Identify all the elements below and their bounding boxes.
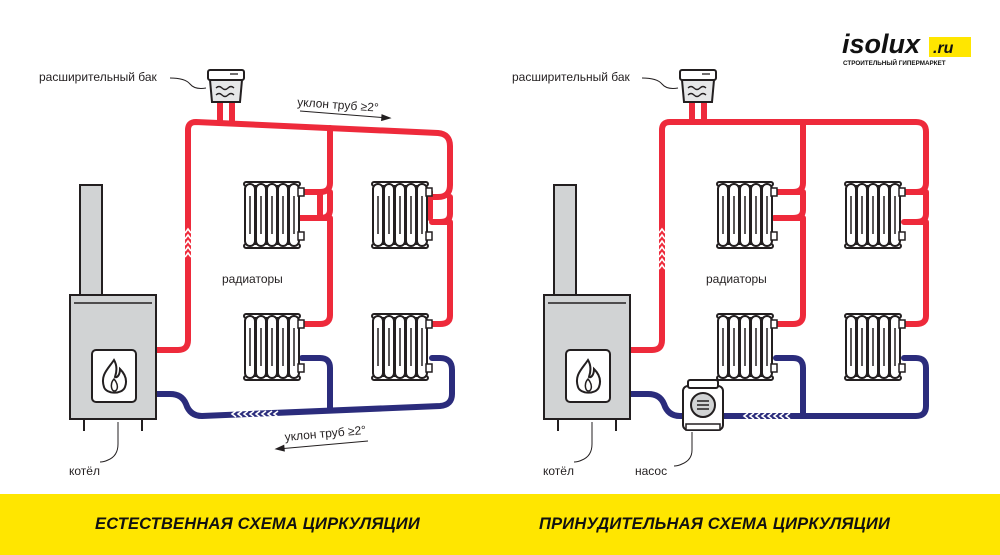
radiator-icon [844, 181, 906, 249]
pump-label: насос [635, 464, 667, 478]
tank-leader-line [641, 77, 679, 89]
left-flow-chevrons-return [230, 410, 279, 418]
natural-circulation-caption: ЕСТЕСТВЕННАЯ СХЕМА ЦИРКУЛЯЦИИ [95, 515, 420, 533]
expansion-tank-label: расширительный бак [39, 70, 158, 84]
left-hot-pipes [153, 97, 453, 353]
logo-domain-badge [929, 37, 971, 57]
logo-tagline: СТРОИТЕЛЬНЫЙ ГИПЕРМАРКЕТ [843, 58, 946, 67]
tank-leader-line [169, 77, 207, 89]
right-cold-pipes [627, 355, 929, 419]
captions-bar: ЕСТЕСТВЕННАЯ СХЕМА ЦИРКУЛЯЦИИ ПРИНУДИТЕЛ… [0, 494, 1000, 555]
right-hot-pipes [627, 97, 929, 353]
boiler-leader-line [573, 422, 593, 463]
pump-icon [682, 379, 724, 431]
boiler-icon [69, 184, 157, 432]
boiler-leader-line [99, 422, 119, 463]
forced-circulation-caption: ПРИНУДИТЕЛЬНАЯ СХЕМА ЦИРКУЛЯЦИИ [539, 515, 891, 533]
left-cold-pipes [153, 355, 455, 419]
isolux-logo[interactable]: isolux .ru СТРОИТЕЛЬНЫЙ ГИПЕРМАРКЕТ [842, 29, 971, 67]
radiator-icon [243, 181, 305, 249]
expansion-tank-icon [207, 69, 245, 103]
expansion-tank-label: расширительный бак [512, 70, 631, 84]
radiator-icon [371, 313, 433, 381]
expansion-tank-icon [679, 69, 717, 103]
boiler-label: котёл [543, 464, 574, 478]
radiator-icon [371, 181, 433, 249]
boiler-label: котёл [69, 464, 100, 478]
left-scheme: расширительный бак уклон труб ≥2° радиат… [39, 69, 455, 478]
slope-arrow-bottom [274, 440, 369, 452]
radiator-icon [243, 313, 305, 381]
left-flow-chevrons-riser [184, 227, 192, 258]
right-flow-chevrons-return [742, 412, 791, 420]
logo-domain: .ru [933, 40, 954, 57]
radiator-icon [716, 181, 778, 249]
radiators-label: радиаторы [706, 272, 767, 286]
radiator-icon [716, 313, 778, 381]
radiators-label: радиаторы [222, 272, 283, 286]
radiator-icon [844, 313, 906, 381]
pump-leader-line [673, 432, 693, 467]
slope-arrow-top [299, 110, 392, 122]
logo-wordmark: isolux [842, 29, 921, 59]
right-scheme: расширительный бак радиаторы котёл насос [512, 69, 929, 478]
slope-bottom-label: уклон труб ≥2° [284, 423, 367, 444]
right-flow-chevrons-riser [658, 227, 666, 270]
slope-top-label: уклон труб ≥2° [297, 95, 380, 115]
boiler-icon [543, 184, 631, 432]
